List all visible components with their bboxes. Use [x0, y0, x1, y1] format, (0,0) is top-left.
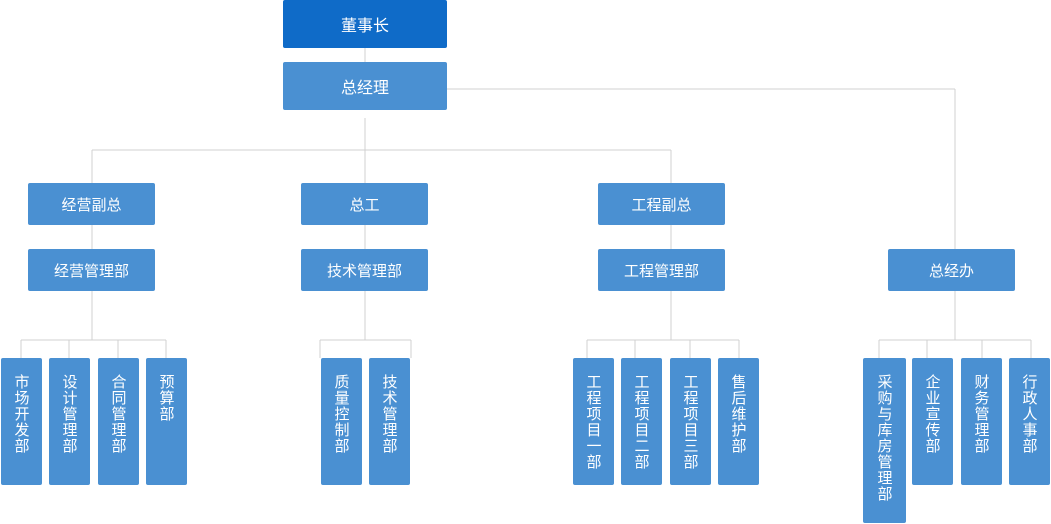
unit-label: 行政人事部: [1020, 374, 1039, 454]
general-manager-label: 总经理: [340, 78, 389, 97]
unit-label: 售后维护部: [729, 374, 748, 454]
unit-label: 工程项目一部: [584, 374, 603, 470]
chairman-label: 董事长: [340, 16, 389, 35]
unit-label: 市场开发部: [12, 374, 31, 454]
branch-head-label: 工程副总: [631, 195, 692, 214]
unit-box: 财务管理部: [961, 358, 1002, 485]
branch-head-label: 经营副总: [61, 195, 122, 214]
unit-label: 设计管理部: [60, 374, 79, 454]
unit-box: 市场开发部: [1, 358, 42, 485]
unit-label: 预算部: [157, 374, 176, 422]
unit-box: 售后维护部: [718, 358, 759, 485]
unit-box: 设计管理部: [49, 358, 90, 485]
department-box: 工程管理部: [598, 249, 725, 291]
chairman-box: 董事长: [283, 0, 447, 48]
unit-box: 质量控制部: [321, 358, 362, 485]
branch-head-box: 总工: [301, 183, 428, 225]
department-box: 经营管理部: [28, 249, 155, 291]
general-manager-box: 总经理: [283, 62, 447, 110]
unit-label: 合同管理部: [109, 374, 128, 454]
unit-box: 采购与库房管理部: [863, 358, 906, 523]
unit-label: 财务管理部: [972, 374, 991, 454]
department-label: 总经办: [928, 261, 974, 280]
branch-head-box: 经营副总: [28, 183, 155, 225]
unit-label: 质量控制部: [332, 374, 351, 454]
department-label: 工程管理部: [623, 261, 699, 280]
department-label: 技术管理部: [326, 261, 402, 280]
unit-box: 工程项目一部: [573, 358, 614, 485]
unit-label: 企业宣传部: [923, 374, 942, 454]
unit-label: 采购与库房管理部: [875, 374, 894, 502]
unit-label: 工程项目三部: [681, 374, 700, 470]
department-label: 经营管理部: [53, 261, 129, 280]
unit-box: 技术管理部: [369, 358, 410, 485]
branch-head-label: 总工: [349, 195, 380, 214]
department-box: 技术管理部: [301, 249, 428, 291]
unit-box: 企业宣传部: [912, 358, 953, 485]
unit-label: 技术管理部: [380, 374, 399, 454]
department-box: 总经办: [888, 249, 1015, 291]
branch-head-box: 工程副总: [598, 183, 725, 225]
unit-box: 工程项目二部: [621, 358, 662, 485]
unit-box: 行政人事部: [1009, 358, 1050, 485]
unit-label: 工程项目二部: [632, 374, 651, 470]
unit-box: 合同管理部: [98, 358, 139, 485]
unit-box: 工程项目三部: [670, 358, 711, 485]
unit-box: 预算部: [146, 358, 187, 485]
